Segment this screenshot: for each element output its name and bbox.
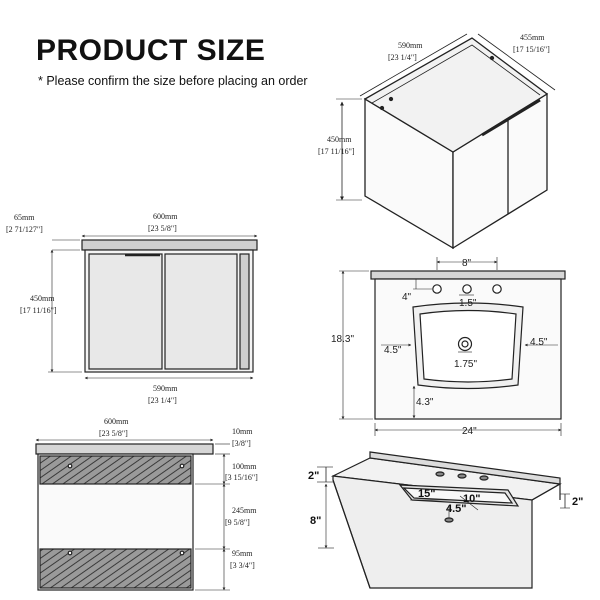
side-lower-in: [3 3/4"] <box>230 561 255 570</box>
hole-diameter-label: 1.5" <box>459 298 477 309</box>
side-view-drawing <box>35 438 230 591</box>
depth-label: 18.3" <box>331 334 354 345</box>
cabinet-height-mm: 450mm <box>327 135 352 144</box>
basin-depth-label: 8" <box>310 515 321 527</box>
cabinet-depth-mm: 455mm <box>520 33 545 42</box>
cabinet-width-mm: 590mm <box>398 41 423 50</box>
side-top-in: [23 5/8"] <box>99 429 128 438</box>
faucet-spacing-label: 8" <box>462 258 472 269</box>
front-base-mm: 590mm <box>153 384 178 393</box>
side-middle-in: [9 5/8"] <box>225 518 250 527</box>
cabinet-depth-in: [17 15/16"] <box>513 45 550 54</box>
backsplash-height-label: 2" <box>572 496 583 508</box>
side-upper-in: [3 15/16"] <box>225 473 258 482</box>
countertop-iso-drawing <box>317 451 570 589</box>
side-lower-mm: 95mm <box>232 549 253 558</box>
right-margin-label: 4.5" <box>530 337 548 348</box>
drain-diameter-label: 1.75" <box>454 359 477 370</box>
cabinet-iso-drawing <box>336 33 556 250</box>
edge-height-label: 2" <box>308 470 319 482</box>
front-base-in: [23 1/4"] <box>148 396 177 405</box>
side-top-mm: 600mm <box>104 417 129 426</box>
left-margin-label: 4.5" <box>384 345 402 356</box>
width-label: 24" <box>462 426 477 437</box>
hole-offset-label: 4" <box>402 292 412 303</box>
basin-width-label: 15" <box>418 488 435 500</box>
front-top-in: [23 5/8"] <box>148 224 177 233</box>
page-title: PRODUCT SIZE <box>36 34 266 67</box>
side-upper-mm: 100mm <box>232 462 257 471</box>
cabinet-width-in: [23 1/4"] <box>388 53 417 62</box>
front-slab-mm: 65mm <box>14 213 35 222</box>
basin-length-label: 10" <box>463 493 480 505</box>
front-height-in: [17 11/16"] <box>20 306 57 315</box>
bottom-margin-label: 4.3" <box>416 397 434 408</box>
front-slab-in: [2 71/127"] <box>6 225 43 234</box>
front-view-drawing <box>48 234 258 380</box>
side-slab-in: [3/8"] <box>232 439 251 448</box>
page-subtitle: * Please confirm the size before placing… <box>38 74 308 88</box>
side-slab-mm: 10mm <box>232 427 253 436</box>
drain-offset-label: 4.5" <box>446 503 467 515</box>
top-view-drawing <box>339 257 566 436</box>
side-middle-mm: 245mm <box>232 506 257 515</box>
cabinet-height-in: [17 11/16"] <box>318 147 355 156</box>
front-height-mm: 450mm <box>30 294 55 303</box>
front-top-mm: 600mm <box>153 212 178 221</box>
